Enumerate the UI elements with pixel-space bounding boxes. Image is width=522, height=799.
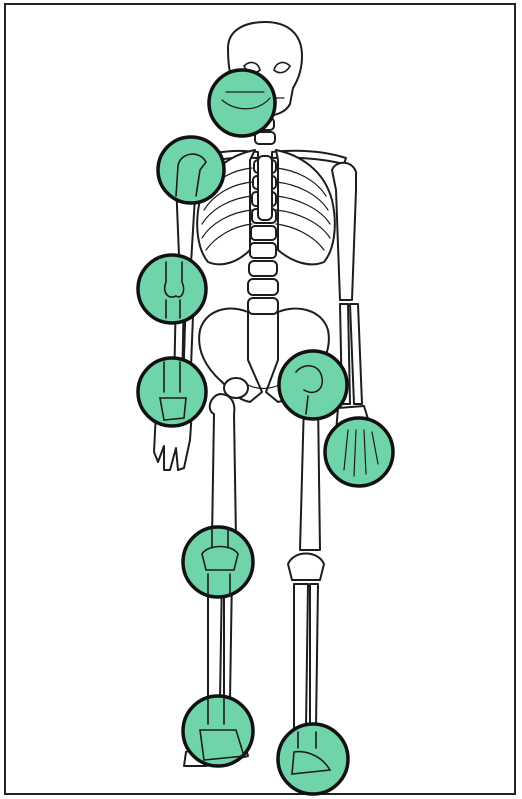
joint-marker-elbow (138, 255, 206, 323)
joint-marker-wrist (138, 358, 206, 426)
joint-marker-shoulder (158, 137, 224, 203)
joint-marker-hip (279, 351, 347, 419)
joint-marker-knee (183, 527, 253, 597)
joint-marker-ankle (183, 696, 253, 766)
joint-marker-foot (278, 724, 348, 794)
joint-marker-hand (325, 418, 393, 486)
leg-left (288, 380, 324, 728)
joint-marker-jaw (209, 70, 275, 136)
